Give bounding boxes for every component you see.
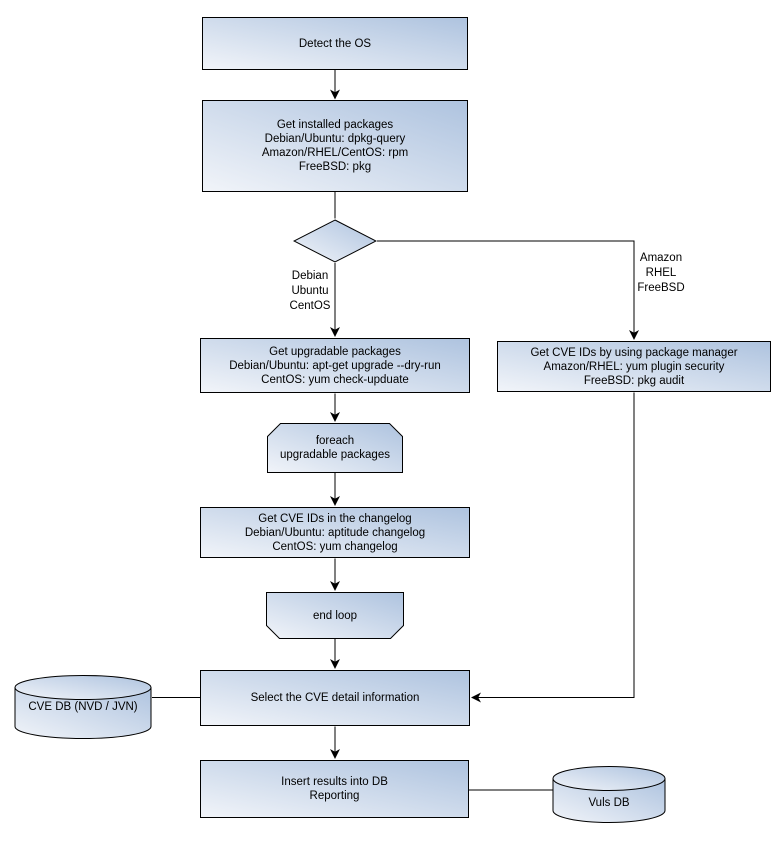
cve-db-label: CVE DB (NVD / JVN) — [28, 701, 138, 713]
vuls-db-cylinder: Vuls DB — [552, 766, 666, 823]
get-installed-packages-label: Get installed packages Debian/Ubuntu: dp… — [261, 119, 409, 173]
get-cve-ids-changelog-label: Get CVE IDs in the changelog Debian/Ubun… — [244, 512, 426, 553]
foreach-loop-start-node: foreach upgradable packages — [267, 423, 403, 473]
get-cve-ids-pkg-manager-node: Get CVE IDs by using package manager Ama… — [497, 341, 771, 392]
get-upgradable-packages-node: Get upgradable packages Debian/Ubuntu: a… — [200, 338, 470, 393]
end-loop-label: end loop — [312, 609, 358, 622]
select-cve-detail-node: Select the CVE detail information — [200, 670, 470, 726]
edge-decision-to-pkg-manager — [377, 240, 639, 340]
get-upgradable-packages-label: Get upgradable packages Debian/Ubuntu: a… — [229, 345, 441, 386]
branch-label-amazon-rhel-freebsd: Amazon RHEL FreeBSD — [637, 252, 685, 294]
edge-pkg-manager-to-select — [471, 392, 635, 703]
branch-label-debian-ubuntu-centos: Debian Ubuntu CentOS — [289, 270, 331, 312]
database-shape — [14, 675, 152, 739]
get-installed-packages-node: Get installed packages Debian/Ubuntu: dp… — [202, 100, 468, 192]
database-shape — [552, 766, 666, 823]
select-cve-detail-label: Select the CVE detail information — [250, 692, 420, 704]
vuls-db-label: Vuls DB — [588, 796, 630, 809]
foreach-loop-label: foreach upgradable packages — [280, 435, 390, 461]
cve-db-cylinder: CVE DB (NVD / JVN) — [14, 675, 152, 739]
get-cve-ids-pkg-manager-label: Get CVE IDs by using package manager Ama… — [530, 346, 738, 387]
loop-start-shape — [267, 423, 403, 473]
loop-end-shape — [266, 592, 404, 639]
end-loop-node: end loop — [266, 592, 404, 639]
detect-os-label: Detect the OS — [298, 37, 372, 50]
os-decision-diamond — [293, 219, 377, 263]
insert-results-label: Insert results into DB Reporting — [281, 776, 388, 802]
insert-results-node: Insert results into DB Reporting — [200, 760, 469, 818]
diamond-shape — [293, 219, 377, 263]
detect-os-node: Detect the OS — [202, 17, 468, 70]
get-cve-ids-changelog-node: Get CVE IDs in the changelog Debian/Ubun… — [200, 507, 470, 558]
